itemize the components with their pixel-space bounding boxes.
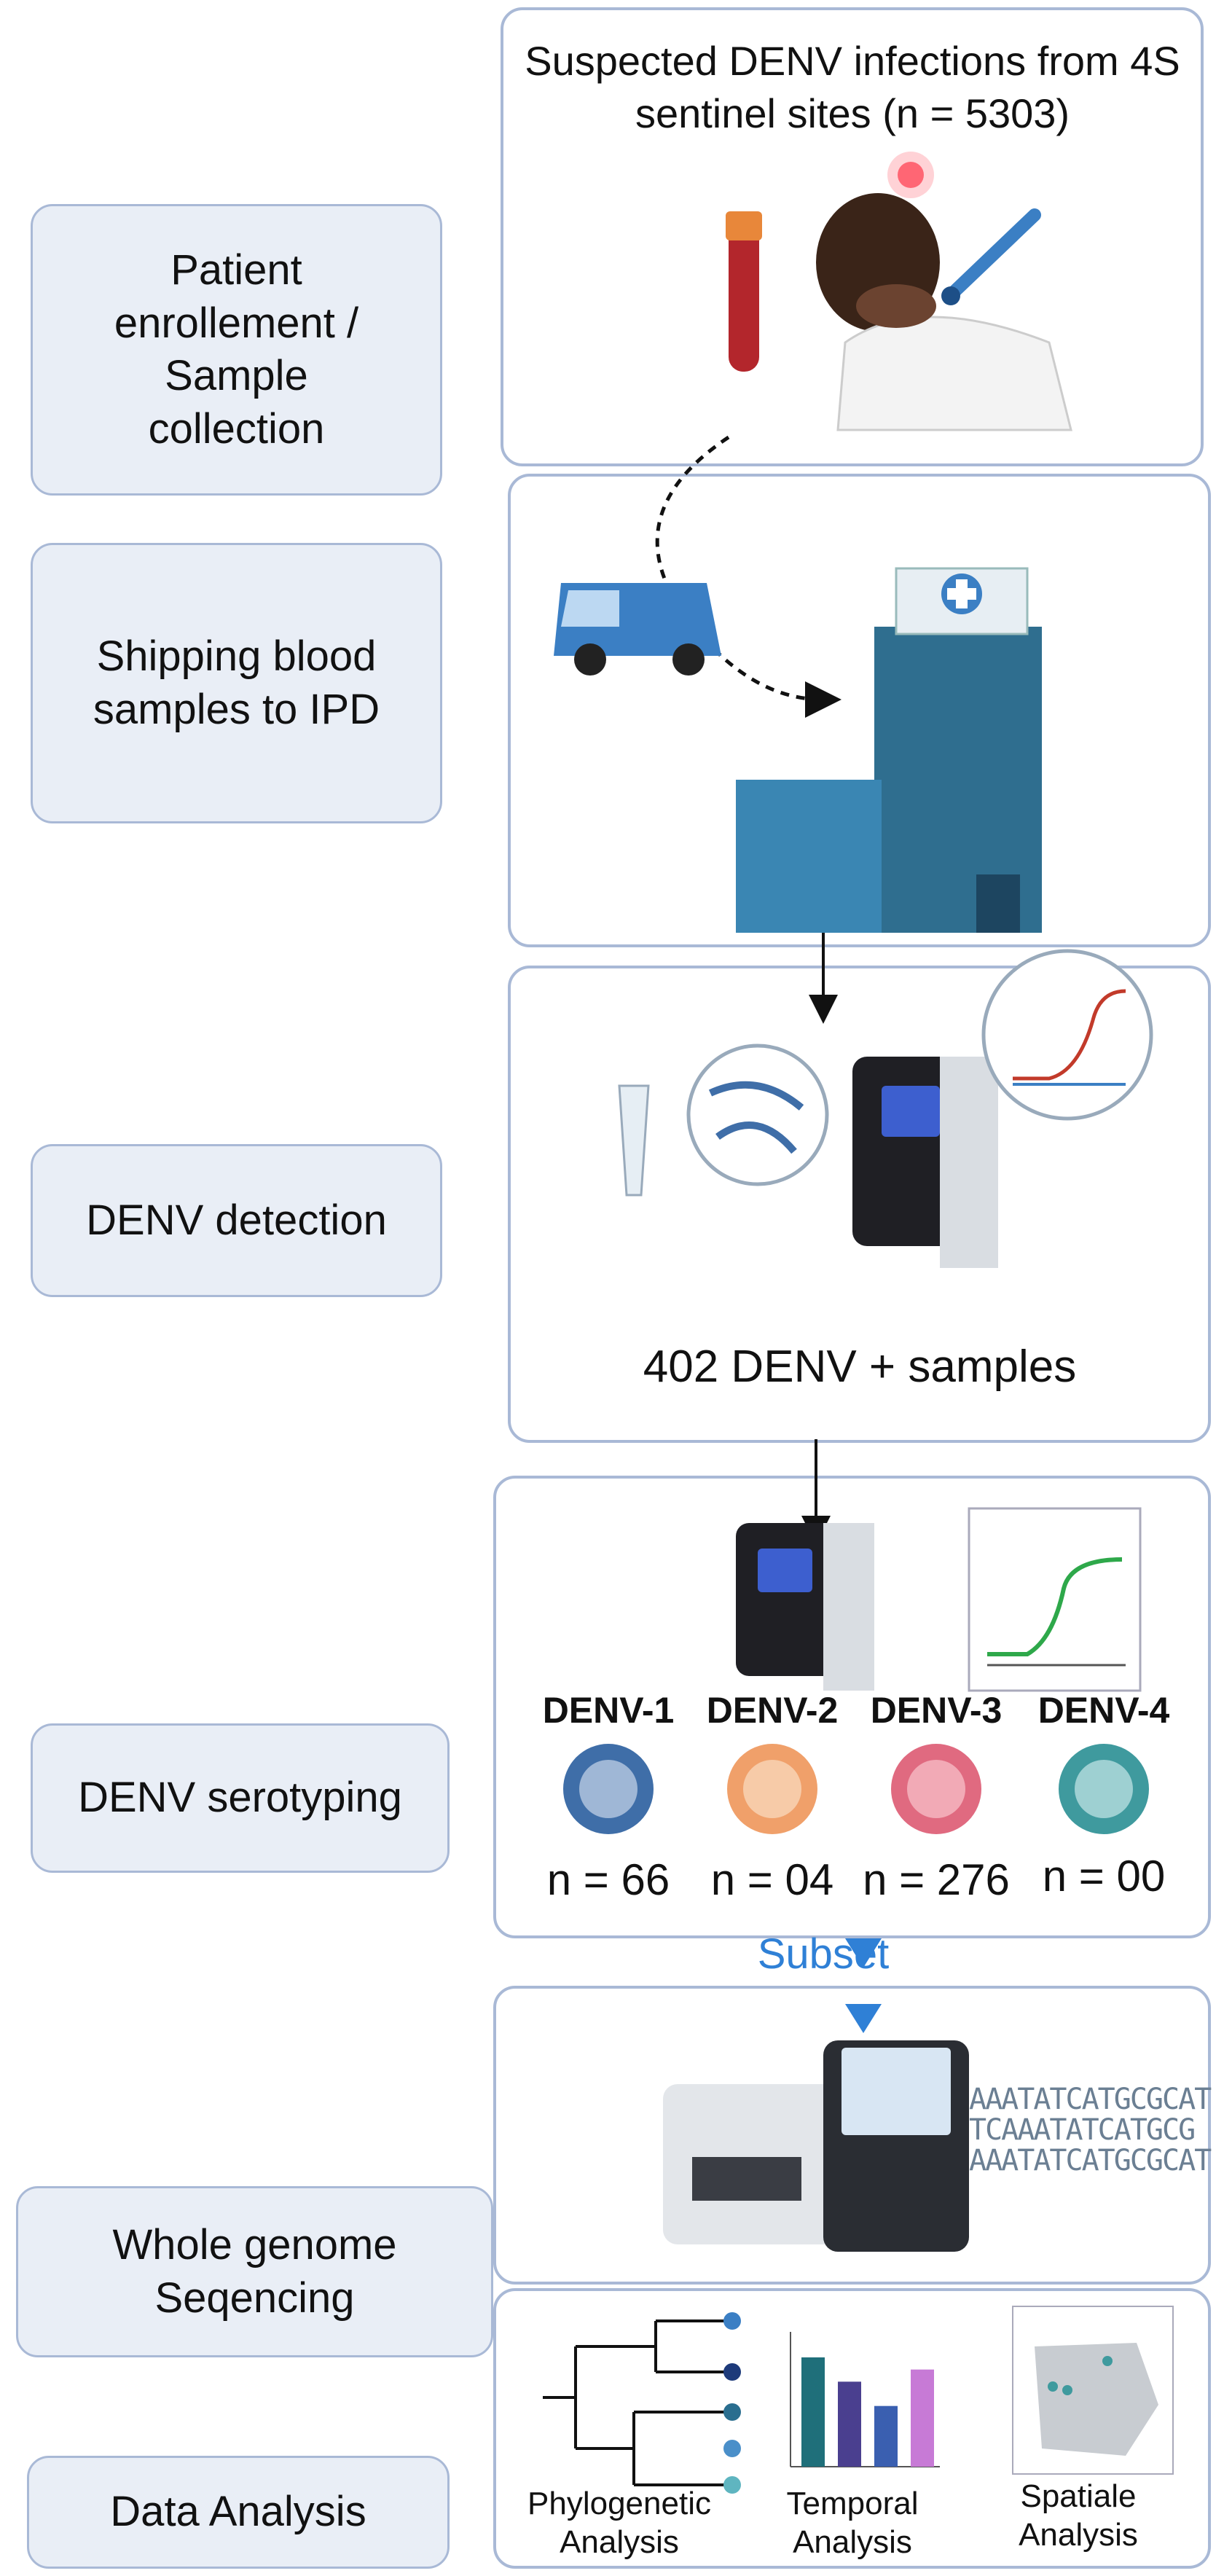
virus-icon-denv4 bbox=[1059, 1744, 1149, 1834]
step-label-line: Patient bbox=[170, 246, 302, 294]
temporal-bar bbox=[911, 2369, 934, 2467]
sick-patient-icon bbox=[816, 152, 1072, 431]
blood-tube-icon bbox=[726, 211, 762, 372]
step-label-line: Whole genome bbox=[112, 2221, 397, 2268]
temporal-bar-chart bbox=[790, 2332, 940, 2467]
serotype-name-denv2: DENV-2 bbox=[706, 1690, 839, 1731]
analysis-label-line: Phylogenetic bbox=[527, 2486, 711, 2521]
subset-triangle-top bbox=[845, 1938, 882, 1968]
phylogenetic-tree-icon bbox=[543, 2319, 729, 2486]
panel1-title: Suspected DENV infections from 4S sentin… bbox=[503, 35, 1202, 139]
step-whole-genome: Whole genome Seqencing bbox=[16, 2186, 493, 2357]
temporal-bar bbox=[874, 2405, 898, 2467]
step-data-analysis: Data Analysis bbox=[27, 2456, 450, 2569]
thermometer-icon bbox=[941, 208, 1041, 305]
serotype-count-denv3: n = 276 bbox=[863, 1855, 1010, 1904]
analysis-label-line: Analysis bbox=[560, 2524, 679, 2560]
step-label-line: Data Analysis bbox=[110, 2488, 366, 2536]
step-shipping: Shipping blood samples to IPD bbox=[31, 543, 442, 823]
analysis-label-spatiale: Spatiale Analysis bbox=[969, 2478, 1188, 2555]
analysis-label-line: Spatiale bbox=[1020, 2478, 1137, 2514]
serotype-name-denv4: DENV-4 bbox=[1037, 1690, 1170, 1731]
step-label-line: DENV detection bbox=[86, 1196, 387, 1244]
sequence-line: AAATATCATGCGCAT bbox=[969, 2083, 1212, 2116]
step-label-line: Shipping blood bbox=[96, 633, 377, 680]
serotype-count-denv2: n = 04 bbox=[710, 1855, 834, 1904]
serotyping-chart-icon bbox=[968, 1507, 1142, 1692]
step-denv-detection: DENV detection bbox=[31, 1144, 442, 1297]
serotype-name-denv1: DENV-1 bbox=[542, 1690, 675, 1731]
pcr-machine-icon bbox=[736, 1523, 874, 1691]
serotype-count-denv1: n = 66 bbox=[546, 1855, 670, 1904]
step-label-line: Seqencing bbox=[154, 2274, 355, 2322]
virus-icon-denv3 bbox=[891, 1744, 981, 1834]
subset-triangle-bottom bbox=[845, 2004, 882, 2033]
serotype-count-denv4: n = 00 bbox=[1042, 1852, 1166, 1900]
step-label-line: Sample bbox=[165, 352, 308, 399]
detection-result: 402 DENV + samples bbox=[643, 1342, 1077, 1392]
delivery-van-icon bbox=[554, 583, 721, 676]
serotype-name-denv3: DENV-3 bbox=[870, 1690, 1003, 1731]
analysis-label-phylogenetic: Phylogenetic Analysis bbox=[503, 2485, 736, 2562]
dna-magnifier-icon bbox=[686, 1044, 829, 1186]
pcr-machine-icon bbox=[852, 1057, 998, 1268]
panel1-title-line: Suspected DENV infections from 4S bbox=[525, 38, 1180, 84]
panel1-title-line: sentinel sites (n = 5303) bbox=[635, 90, 1070, 136]
sequence-line: TCAAATATCATGCG bbox=[969, 2113, 1196, 2147]
analysis-label-line: Analysis bbox=[1019, 2516, 1138, 2553]
virus-icon-denv1 bbox=[563, 1744, 654, 1834]
step-label-line: collection bbox=[148, 404, 325, 453]
sample-tube-icon bbox=[618, 1084, 650, 1197]
analysis-label-line: Analysis bbox=[793, 2524, 912, 2560]
temporal-bar bbox=[838, 2381, 861, 2467]
step-patient-enrollment: Patient enrollement / Sample collection bbox=[31, 204, 442, 496]
virus-icon-denv2 bbox=[727, 1744, 817, 1834]
analysis-label-temporal: Temporal Analysis bbox=[758, 2485, 947, 2562]
amplification-chart-icon bbox=[981, 949, 1153, 1121]
dna-sequence-text: AAATATCATGCGCAT TCAAATATCATGCG AAATATCAT… bbox=[969, 2083, 1212, 2177]
hospital-building-icon bbox=[736, 567, 1042, 933]
senegal-map-icon bbox=[1012, 2306, 1174, 2475]
step-label-line: DENV serotyping bbox=[78, 1774, 402, 1822]
step-denv-serotyping: DENV serotyping bbox=[31, 1723, 450, 1873]
sequencer-icon bbox=[663, 2040, 969, 2252]
analysis-label-line: Temporal bbox=[786, 2486, 919, 2521]
tree-tips bbox=[723, 2312, 741, 2494]
step-label-line: samples to IPD bbox=[93, 685, 380, 733]
temporal-bar bbox=[801, 2357, 825, 2467]
step-label-line: enrollement / bbox=[114, 299, 359, 347]
sequence-line: AAATATCATGCGCAT bbox=[969, 2144, 1212, 2177]
